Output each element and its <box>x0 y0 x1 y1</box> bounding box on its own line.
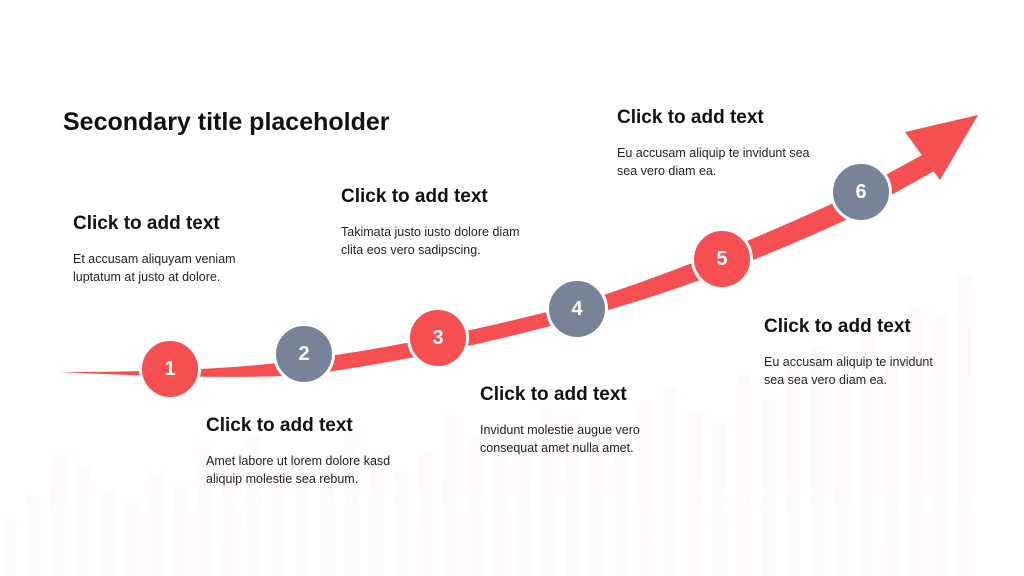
step-6-circle: 6 <box>830 161 892 223</box>
step-6-heading: Click to add text <box>617 107 764 128</box>
step-6-body: Eu accusam aliquip te invidunt sea sea v… <box>617 146 810 178</box>
step-3-body: Takimata justo iusto dolore diam clita e… <box>341 225 520 257</box>
step-5-circle: 5 <box>691 228 753 290</box>
step-3-number: 3 <box>432 326 444 349</box>
step-4-body: Invidunt molestie augue vero consequat a… <box>480 423 640 455</box>
step-4-circle: 4 <box>546 278 608 340</box>
step-4-number: 4 <box>571 297 583 320</box>
step-5-body: Eu accusam aliquip te invidunt sea sea v… <box>764 355 933 387</box>
step-2-circle: 2 <box>273 323 335 385</box>
step-3-circle: 3 <box>407 307 469 369</box>
step-4-heading: Click to add text <box>480 384 627 405</box>
step-2-number: 2 <box>298 342 310 365</box>
page-title: Secondary title placeholder <box>63 108 390 136</box>
step-5-heading: Click to add text <box>764 316 911 337</box>
step-1-number: 1 <box>164 357 176 380</box>
step-6-number: 6 <box>855 180 867 203</box>
growth-arrow-head <box>905 115 978 180</box>
step-2-heading: Click to add text <box>206 415 353 436</box>
step-3-heading: Click to add text <box>341 186 488 207</box>
step-1-circle: 1 <box>139 338 201 400</box>
growth-arrow-shaft <box>60 148 945 377</box>
step-1-heading: Click to add text <box>73 213 220 234</box>
step-1-body: Et accusam aliquyam veniam luptatum at j… <box>73 252 236 284</box>
step-5-number: 5 <box>716 247 728 270</box>
step-2-body: Amet labore ut lorem dolore kasd aliquip… <box>206 454 391 486</box>
